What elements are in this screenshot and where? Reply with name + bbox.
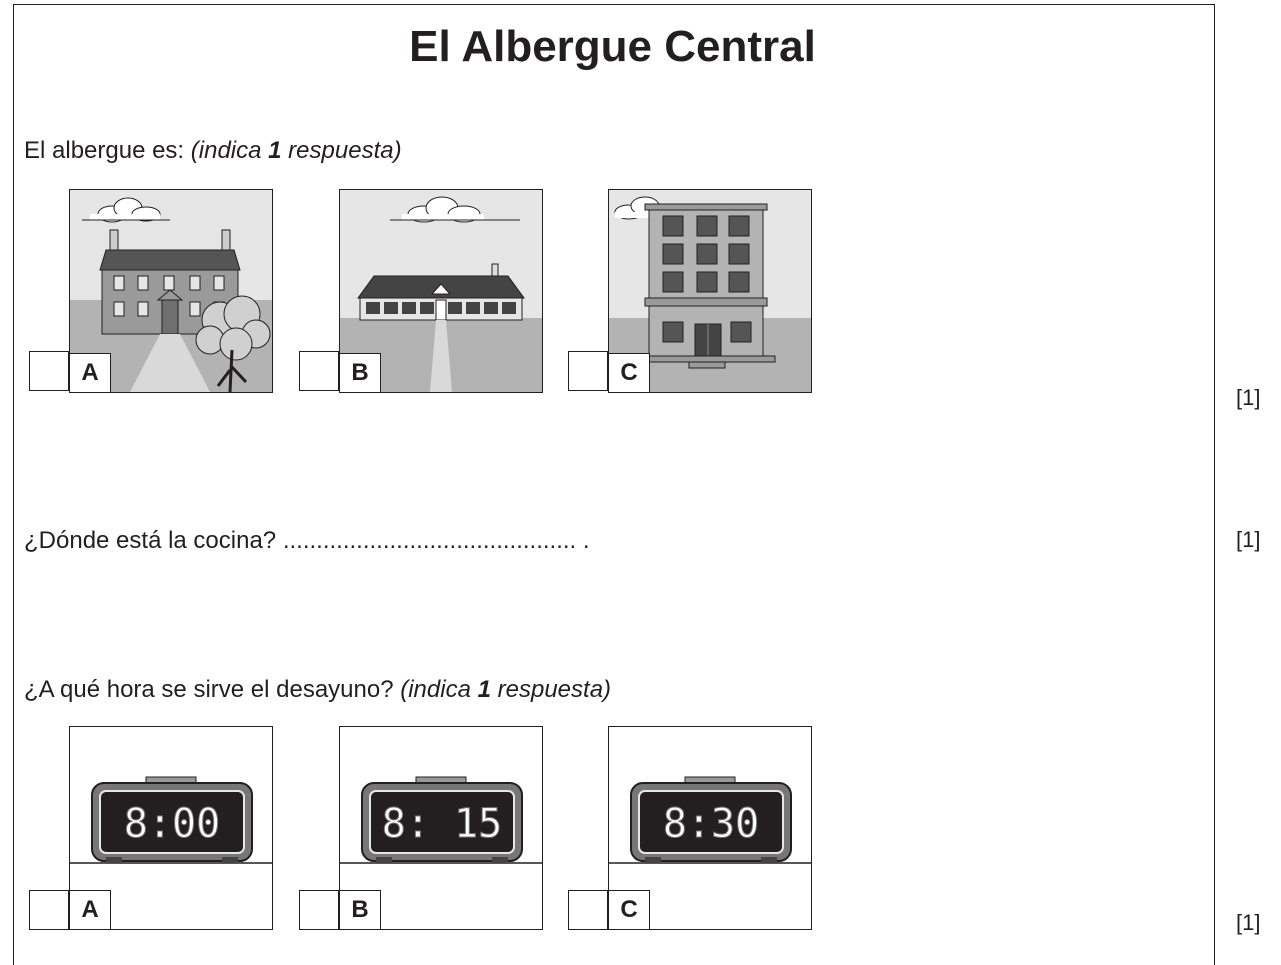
question-3-instruction: (indica 1 respuesta) <box>400 676 612 703</box>
clock-b-checkbox[interactable] <box>299 890 339 930</box>
option-c-label: C <box>609 890 650 929</box>
clock-c-checkbox[interactable] <box>568 890 608 930</box>
alarm-clock-icon: 8:00 <box>70 776 272 864</box>
option-a-label: A <box>70 890 111 929</box>
page-title: El Albergue Central <box>409 22 816 71</box>
page-frame <box>13 4 1215 965</box>
clock-c-time: 8:30 <box>663 801 759 847</box>
alarm-clock-icon: 8: 15 <box>340 776 542 864</box>
option-c-clock-card: 8:30 C <box>608 726 812 930</box>
question-3-prompt: ¿A qué hora se sirve el desayuno? (indic… <box>24 676 611 704</box>
question-1-instruction: (indica 1 respuesta) <box>190 137 402 164</box>
option-b-label: B <box>340 353 381 392</box>
question-3-marks: [1] <box>1236 910 1261 935</box>
option-a-checkbox[interactable] <box>29 351 69 391</box>
alarm-clock-icon: 8:30 <box>609 776 811 864</box>
option-c-apartment-card: C <box>608 189 812 393</box>
apartment-block-icon <box>609 190 811 392</box>
clock-a-checkbox[interactable] <box>29 890 69 930</box>
question-1-prompt: El albergue es: (indica 1 respuesta) <box>24 137 402 165</box>
kitchen-answer-line[interactable] <box>334 527 730 557</box>
option-b-checkbox[interactable] <box>299 351 339 391</box>
option-b-label: B <box>340 890 381 929</box>
option-c-checkbox[interactable] <box>568 351 608 391</box>
option-c-label: C <box>609 353 650 392</box>
question-1-marks: [1] <box>1236 385 1261 410</box>
question-2-marks: [1] <box>1236 527 1261 552</box>
clock-a-time: 8:00 <box>124 801 220 847</box>
option-b-building-card: B <box>339 189 543 393</box>
clock-b-time: 8: 15 <box>382 801 502 847</box>
question-3-text: ¿A qué hora se sirve el desayuno? <box>24 676 401 703</box>
question-2-prompt: ¿Dónde está la cocina? .................… <box>24 527 590 554</box>
option-b-clock-card: 8: 15 B <box>339 726 543 930</box>
option-a-clock-card: 8:00 A <box>69 726 273 930</box>
country-house-icon <box>70 190 272 392</box>
option-a-house-card: A <box>69 189 273 393</box>
question-1-text: El albergue es: <box>24 137 191 164</box>
option-a-label: A <box>70 353 111 392</box>
